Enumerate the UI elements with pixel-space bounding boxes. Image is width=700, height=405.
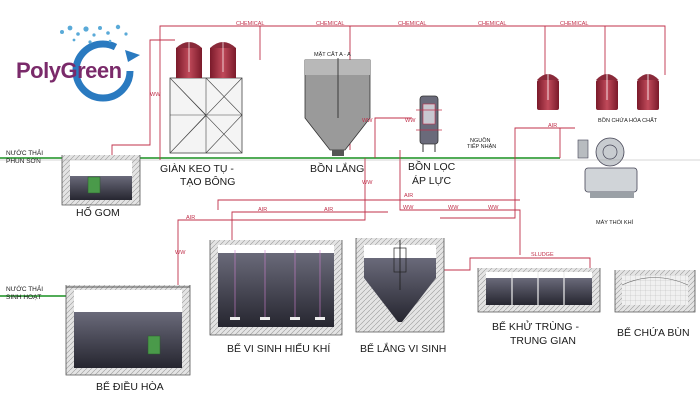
aerobic-tank (209, 240, 343, 336)
equalization-tank (65, 285, 191, 376)
receiving-source-label-2: TIẾP NHẬN (467, 144, 497, 150)
aerobic-label: BỂ VI SINH HIẾU KHÍ (227, 343, 331, 355)
chemical-label-1: CHEMICAL (236, 21, 265, 27)
chemical-tank-1 (537, 68, 559, 110)
ww-label-2: WW (362, 118, 373, 124)
disinfection-tank (477, 268, 601, 313)
section-note-label: MẶT CẮT A - A (314, 52, 351, 58)
logo-arrow-ring (72, 40, 134, 102)
air-label-1: AIR (258, 207, 268, 213)
coagulation-tank-2 (210, 36, 236, 78)
bio-settling-label: BỂ LẮNG VI SINH (360, 343, 447, 355)
disinfection-label-1: BỂ KHỬ TRÙNG - (492, 321, 579, 333)
domestic-wastewater-label-1: NƯỚC THẢI (6, 286, 44, 293)
air-label-4: AIR (548, 123, 558, 129)
ww-label-5: WW (488, 205, 499, 211)
bio-settling-tank (355, 238, 445, 333)
sump-pit (61, 155, 141, 206)
coagulation-label-2: TẠO BÔNG (180, 176, 236, 188)
logo-wordmark: PolyGreen (16, 58, 122, 83)
ww-label-7: WW (175, 250, 186, 256)
receiving-source-label-1: NGUỒN (470, 138, 491, 144)
logo-text: PolyGreen (16, 58, 122, 84)
pressure-filter-label-2: ÁP LỰC (412, 175, 452, 187)
paint-wastewater-label-2: PHUN SƠN (6, 158, 41, 165)
coagulation-tank-1 (176, 36, 202, 78)
ww-label-8: WW (362, 180, 373, 186)
pressure-filter-label-1: BỒN LỌC (408, 161, 456, 173)
equalization-label: BỂ ĐIỀU HÒA (96, 381, 164, 393)
chemical-label-4: CHEMICAL (478, 21, 507, 27)
sludge-tank-label: BỂ CHỨA BÙN (617, 327, 690, 339)
ww-label-3: WW (405, 118, 416, 124)
domestic-wastewater-label-2: SINH HOẠT (6, 294, 42, 301)
coagulation-label-1: GIÀN KEO TỤ - (160, 163, 234, 175)
coagulation-tower (169, 36, 243, 154)
disinfection-baffles (511, 272, 565, 305)
ww-label-1: WW (150, 92, 161, 98)
logo-dots (60, 24, 128, 44)
logo-arrow-head (125, 50, 140, 62)
pressure-filter (416, 95, 442, 152)
sludge-tank (614, 270, 696, 313)
polygreen-logo (60, 24, 140, 102)
aerobic-diffuser-heads (230, 317, 325, 320)
sludge-label: SLUDGE (531, 252, 554, 258)
chemical-tank-3 (637, 68, 659, 110)
air-label-5: AIR (186, 215, 196, 221)
ww-label-6: WW (403, 205, 414, 211)
chemical-label-5: CHEMICAL (560, 21, 589, 27)
chemical-tank-2 (596, 68, 618, 110)
disinfection-label-2: TRUNG GIAN (510, 335, 576, 347)
settling-tank (304, 58, 371, 156)
settling-label: BỒN LẮNG (310, 163, 365, 175)
air-label-3: AIR (404, 193, 414, 199)
air-blower (577, 137, 638, 198)
air-label-2: AIR (324, 207, 334, 213)
chemical-label-2: CHEMICAL (316, 21, 345, 27)
chemical-tanks (537, 68, 659, 110)
ww-label-4: WW (448, 205, 459, 211)
paint-wastewater-label-1: NƯỚC THẢI (6, 150, 44, 157)
air-line (217, 128, 561, 210)
chemical-tanks-label: BỒN CHỨA HÓA CHẤT (598, 118, 658, 124)
chemical-label-3: CHEMICAL (398, 21, 427, 27)
blower-label: MÁY THỔI KHÍ (596, 220, 634, 226)
sump-label: HỐ GOM (76, 207, 120, 219)
aerobic-diffusers (234, 250, 321, 318)
ww-lines (111, 39, 575, 290)
